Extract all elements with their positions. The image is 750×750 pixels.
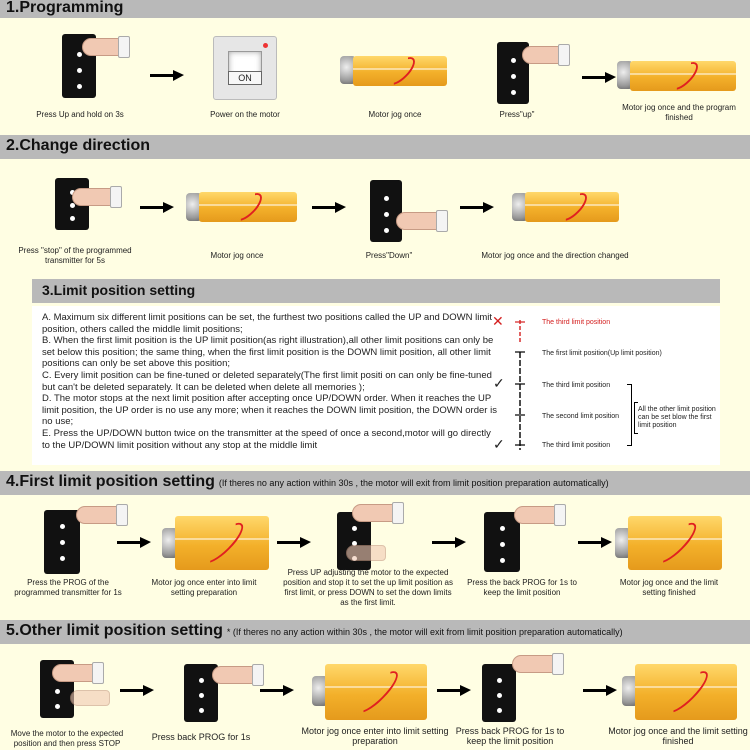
- section-title: 4.First limit position setting(If theres…: [6, 473, 609, 491]
- caption-setting-finished: Motor jog once and the limit setting fin…: [608, 726, 748, 746]
- limit-rules-list: A. Maximum six different limit positions…: [42, 312, 500, 451]
- check-icon: ✓: [493, 436, 505, 452]
- limit-rule-a: A. Maximum six different limit positions…: [42, 312, 493, 335]
- limit-position-diagram: [515, 320, 525, 450]
- step-arrow: [120, 685, 154, 696]
- caption-move-and-stop: Move the motor to the expected position …: [10, 729, 124, 748]
- step-arrow: [437, 685, 471, 696]
- label-third-limit: The third limit position: [542, 382, 611, 389]
- caption-motor-jog: Motor jog once: [210, 251, 264, 260]
- step-arrow: [312, 202, 346, 213]
- step-arrow: [583, 685, 617, 696]
- section-title-text: 5.Other limit position setting: [6, 622, 223, 639]
- caption-press-up-3s: Press Up and hold on 3s: [36, 110, 124, 119]
- section-header-limit-position: 3.Limit position setting: [32, 279, 720, 303]
- section-note: * (If theres no any action within 30s , …: [226, 627, 623, 637]
- caption-press-up: Press"up": [499, 110, 535, 119]
- label-third-limit-red: The third limit position: [542, 319, 611, 326]
- caption-enter-preparation: Motor jog once enter into limit setting …: [301, 726, 449, 746]
- step-arrow: [578, 537, 612, 548]
- caption-keep-limit: Press the back PROG for 1s to keep the l…: [467, 578, 577, 597]
- caption-direction-changed: Motor jog once and the direction changed: [481, 251, 629, 260]
- check-icon: ✓: [493, 375, 505, 391]
- step-arrow: [432, 537, 466, 548]
- caption-enter-preparation: Motor jog once enter into limit setting …: [151, 578, 257, 597]
- caption-set-first-limit: Press UP adjusting the motor to the expe…: [283, 568, 453, 607]
- limit-rule-b: B. When the first limit position is the …: [42, 335, 494, 370]
- step-arrow: [277, 537, 311, 548]
- limit-rule-c: C. Every limit position can be fine-tune…: [42, 369, 492, 393]
- caption-motor-jog: Motor jog once: [368, 110, 422, 119]
- step-arrow: [117, 537, 151, 548]
- section-title: 2.Change direction: [6, 137, 151, 154]
- caption-press-stop: Press "stop" of the programmed transmitt…: [18, 246, 132, 265]
- section-title: 5.Other limit position setting* (If ther…: [6, 622, 623, 640]
- caption-press-down: Press"Down": [365, 251, 413, 260]
- section-title: 3.Limit position setting: [42, 282, 196, 298]
- caption-program-finished: Motor jog once and the program finished: [622, 103, 736, 122]
- side-note: All the other limit position can be set …: [638, 406, 716, 429]
- bracket: [627, 384, 632, 446]
- caption-press-back-prog: Press back PROG for 1s: [151, 732, 251, 742]
- section-header-first-limit: 4.First limit position setting(If theres…: [0, 471, 750, 495]
- limit-rule-d: D. The motor stops at the next limit pos…: [42, 393, 497, 428]
- caption-keep-limit: Press back PROG for 1s to keep the limit…: [455, 726, 565, 746]
- caption-power-on: Power on the motor: [210, 110, 280, 119]
- section-header-other-limit: 5.Other limit position setting* (If ther…: [0, 620, 750, 644]
- section-header-change-direction: 2.Change direction: [0, 135, 750, 159]
- label-second-limit: The second limit position: [542, 413, 620, 420]
- power-switch-illustration: ON: [213, 36, 277, 100]
- caption-setting-finished: Motor jog once and the limit setting fin…: [619, 578, 719, 597]
- limit-position-panel: A. Maximum six different limit positions…: [32, 306, 720, 465]
- label-third-limit: The third limit position: [542, 442, 611, 449]
- limit-rule-e: E. Press the UP/DOWN button twice on the…: [42, 427, 491, 451]
- caption-press-prog: Press the PROG of the programmed transmi…: [14, 578, 122, 597]
- section-title-text: 4.First limit position setting: [6, 473, 215, 490]
- step-arrow: [582, 72, 616, 83]
- label-first-limit: The first limit position(Up limit positi…: [542, 350, 662, 357]
- cross-icon: ✕: [492, 313, 504, 329]
- section-header-programming: 1.Programming: [0, 0, 750, 18]
- section-title: 1.Programming: [6, 0, 124, 16]
- bracket: [634, 402, 638, 434]
- step-arrow: [460, 202, 494, 213]
- step-arrow: [150, 70, 184, 81]
- switch-on-label: ON: [228, 71, 262, 85]
- section-note: (If theres no any action within 30s , th…: [218, 478, 609, 488]
- step-arrow: [260, 685, 294, 696]
- step-arrow: [140, 202, 174, 213]
